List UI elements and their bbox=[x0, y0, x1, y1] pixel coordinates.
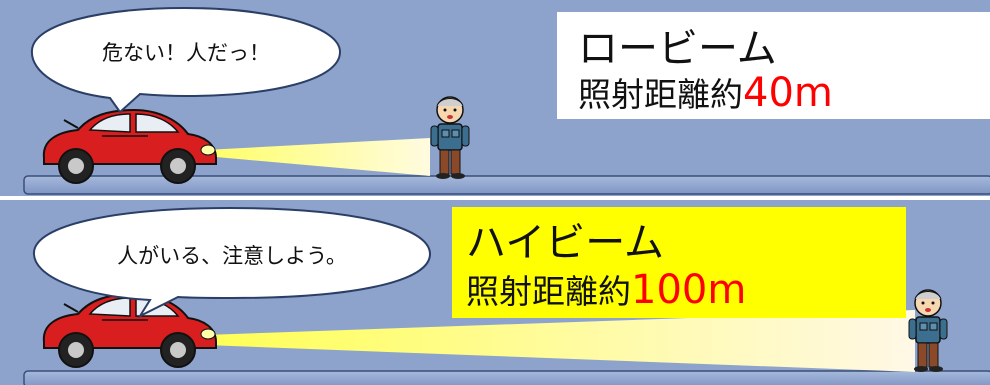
low-beam-speech-bubble: 危ない！人だっ！ bbox=[30, 6, 342, 114]
high-beam-road bbox=[23, 370, 990, 385]
low-beam-light bbox=[205, 138, 430, 176]
high-beam-light bbox=[205, 310, 915, 372]
high-beam-distance-value: 100m bbox=[631, 267, 746, 313]
low-beam-distance-value: 40m bbox=[743, 70, 833, 116]
high-beam-info-box: ハイビーム 照射距離約100m bbox=[452, 207, 906, 318]
low-beam-distance: 照射距離約40m bbox=[578, 70, 833, 116]
low-beam-info-box: ロービーム 照射距離約40m bbox=[557, 12, 990, 119]
high-beam-distance: 照射距離約100m bbox=[466, 267, 746, 313]
high-beam-speech-bubble: 人がいる、注意しよう。 bbox=[32, 206, 432, 319]
low-beam-road bbox=[23, 175, 990, 195]
low-beam-title: ロービーム bbox=[578, 26, 777, 72]
high-beam-distance-prefix: 照射距離約 bbox=[466, 272, 631, 311]
low-beam-speech-text: 危ない！人だっ！ bbox=[102, 41, 270, 65]
high-beam-title: ハイビーム bbox=[466, 220, 664, 266]
high-beam-speech-text: 人がいる、注意しよう。 bbox=[117, 244, 347, 268]
low-beam-distance-prefix: 照射距離約 bbox=[578, 75, 743, 114]
